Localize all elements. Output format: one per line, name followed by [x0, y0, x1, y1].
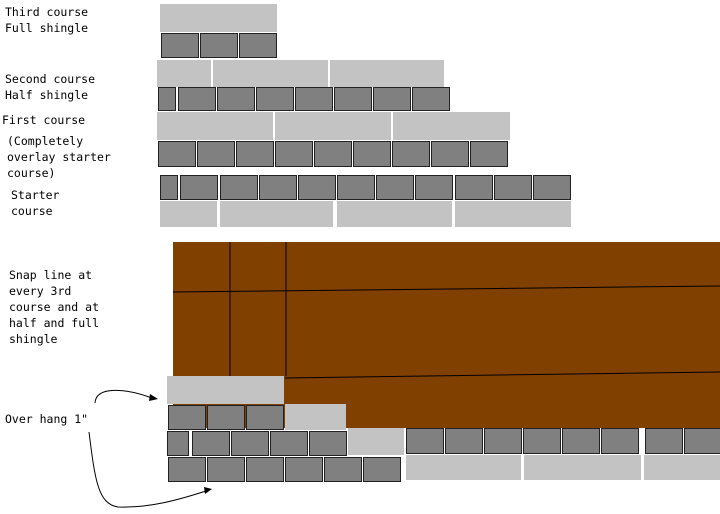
shingle-top — [644, 455, 720, 480]
shingle-tab — [239, 33, 277, 58]
shingle-tab — [684, 428, 720, 454]
shingle-tab — [246, 457, 284, 482]
shingle-tab — [295, 87, 333, 111]
label-third-course: Third course Full shingle — [5, 5, 89, 35]
shingle-tab — [275, 141, 313, 167]
shingle-tab — [415, 175, 453, 200]
shingle-tab — [168, 457, 206, 482]
arrow-head — [204, 487, 212, 494]
shingle-tab — [431, 141, 469, 167]
shingle-top — [285, 404, 346, 430]
shingle-tab — [376, 175, 414, 200]
shingle-top — [348, 428, 404, 455]
shingle-tab — [645, 428, 683, 454]
shingle-top — [393, 112, 510, 140]
shingle-top — [524, 455, 641, 480]
label-second-course: Second course Half shingle — [5, 72, 96, 102]
shingle-tab — [270, 431, 308, 456]
shingle-tab — [160, 175, 178, 200]
arrow-head — [149, 394, 158, 401]
shingle-tab — [494, 175, 532, 200]
shingle-tab — [601, 428, 639, 454]
shingle-tab — [200, 33, 238, 58]
shingle-top — [455, 201, 571, 227]
shingle-top — [213, 60, 328, 87]
shingle-tab — [298, 175, 336, 200]
shingle-tab — [192, 431, 230, 456]
shingle-tab — [220, 175, 258, 200]
shingle-tab — [207, 457, 245, 482]
shingle-tab — [334, 87, 372, 111]
shingle-tab — [285, 457, 323, 482]
shingle-tab — [445, 428, 483, 454]
shingle-tab — [484, 428, 522, 454]
shingle-tab — [314, 141, 352, 167]
shingle-tab — [207, 405, 245, 430]
shingle-tab — [455, 175, 493, 200]
shingle-tab — [167, 431, 189, 456]
shingle-top — [220, 201, 333, 227]
arrow-curve — [94, 389, 153, 404]
shingle-top — [330, 60, 444, 87]
shingle-tab — [256, 87, 294, 111]
shingle-top — [337, 201, 452, 227]
shingle-tab — [470, 141, 508, 167]
shingle-tab — [259, 175, 297, 200]
shingle-tab — [533, 175, 571, 200]
shingle-top — [157, 60, 211, 87]
shingle-tab — [246, 405, 284, 430]
shingle-tab — [217, 87, 255, 111]
snap-line — [284, 371, 720, 379]
overhang-arrows — [88, 389, 212, 508]
shingle-tab — [392, 141, 430, 167]
shingle-tab — [406, 428, 444, 454]
label-overhang: Over hang 1" — [5, 412, 89, 426]
label-first-course: First course — [2, 113, 86, 127]
shingle-tab — [562, 428, 600, 454]
shingle-tab — [231, 431, 269, 456]
shingle-top — [275, 112, 391, 140]
shingle-tab — [161, 33, 199, 58]
shingle-tab — [412, 87, 450, 111]
shingle-top — [160, 4, 277, 32]
shingle-courses — [157, 4, 720, 482]
shingle-tab — [236, 141, 274, 167]
snap-line — [172, 285, 720, 293]
label-starter-course: Starter course — [11, 188, 60, 218]
label-snap-line: Snap line at every 3rd course and at hal… — [9, 268, 100, 346]
shingle-tab — [158, 87, 176, 111]
shingle-tab — [168, 405, 206, 430]
shingle-tab — [324, 457, 362, 482]
shingle-tab — [180, 175, 218, 200]
label-first-course-note: (Completely overlay starter course) — [7, 134, 111, 180]
shingle-tab — [178, 87, 216, 111]
shingle-top — [157, 112, 273, 140]
shingle-top — [406, 455, 521, 480]
shingle-tab — [353, 141, 391, 167]
shingle-tab — [309, 431, 347, 456]
shingle-tab — [197, 141, 235, 167]
shingle-tab — [523, 428, 561, 454]
shingle-tab — [158, 141, 196, 167]
shingle-top — [160, 201, 217, 227]
shingle-tab — [363, 457, 401, 482]
shingle-top — [167, 376, 284, 404]
shingle-tab — [337, 175, 375, 200]
arrow-curve — [88, 431, 207, 508]
shingle-tab — [373, 87, 411, 111]
